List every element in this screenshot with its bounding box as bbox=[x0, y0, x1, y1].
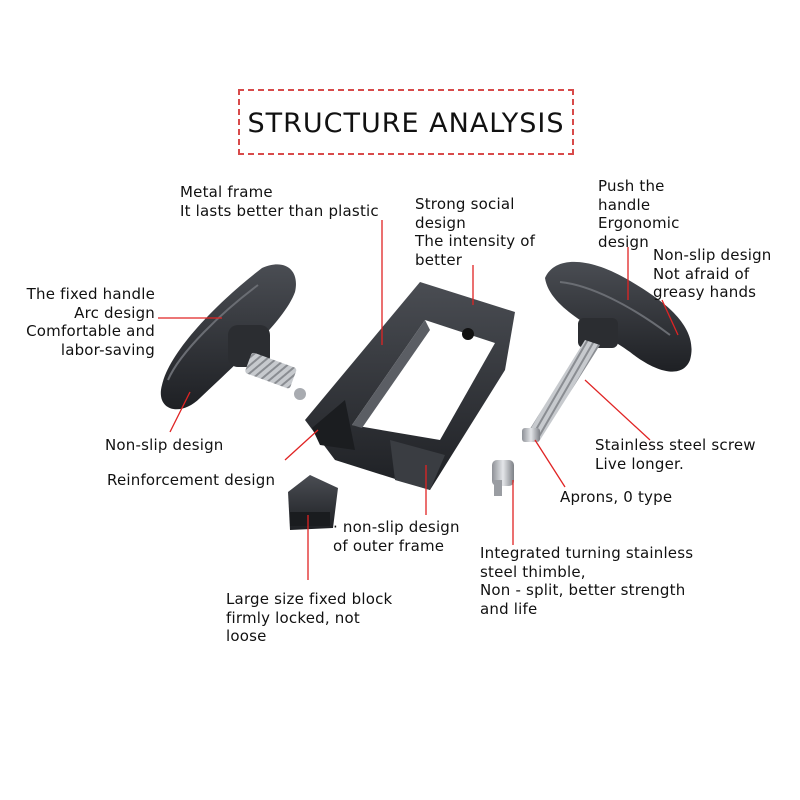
label-non-slip-right: Non-slip design Not afraid of greasy han… bbox=[653, 246, 772, 301]
label-thimble: Integrated turning stainless steel thimb… bbox=[480, 544, 694, 618]
label-fixed-handle: The fixed handle Arc design Comfortable … bbox=[26, 285, 155, 359]
leader-lines bbox=[158, 220, 679, 580]
label-non-slip-left: Non-slip design bbox=[105, 436, 224, 454]
thimble-part bbox=[492, 428, 540, 496]
fixed-handle-part bbox=[160, 264, 306, 410]
label-aprons: Aprons, 0 type bbox=[560, 488, 673, 506]
label-strong-social-design: Strong social design The intensity of be… bbox=[415, 195, 536, 269]
page-title: STRUCTURE ANALYSIS bbox=[247, 108, 565, 139]
push-handle-part bbox=[528, 261, 692, 440]
fixed-block-part bbox=[288, 475, 338, 530]
label-reinforcement: Reinforcement design bbox=[107, 471, 276, 489]
label-fixed-block: Large size fixed block firmly locked, no… bbox=[226, 590, 393, 645]
metal-frame-part bbox=[305, 282, 515, 490]
label-metal-frame: Metal frame It lasts better than plastic bbox=[180, 183, 379, 220]
label-outer-frame: · non-slip design of outer frame bbox=[333, 518, 460, 555]
title-box: STRUCTURE ANALYSIS bbox=[238, 89, 574, 155]
label-push-handle: Push the handle Ergonomic design bbox=[598, 177, 680, 251]
label-stainless-screw: Stainless steel screw Live longer. bbox=[595, 436, 756, 473]
